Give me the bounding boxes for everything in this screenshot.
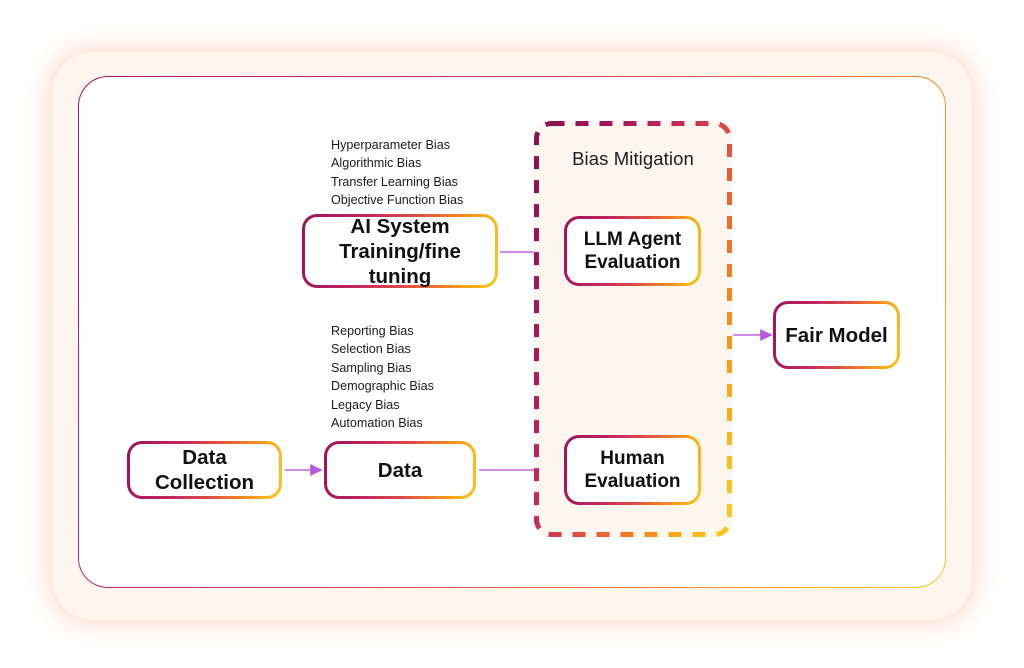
bias-item: Sampling Bias	[331, 360, 412, 375]
node-llm-agent-evaluation[interactable]: LLM Agent Evaluation	[564, 216, 701, 286]
bias-item: Automation Bias	[331, 416, 423, 431]
node-line-1: AI System	[350, 214, 450, 238]
node-human-evaluation[interactable]: Human Evaluation	[564, 435, 701, 505]
node-label: Fair Model	[785, 323, 888, 347]
bias-item: Objective Function Bias	[331, 193, 464, 208]
bias-item: Hyperparameter Bias	[331, 138, 450, 152]
training-bias-list: Hyperparameter Bias Algorithmic Bias Tra…	[331, 136, 463, 210]
data-bias-list: Reporting Bias Selection Bias Sampling B…	[331, 322, 434, 432]
node-line-2: Evaluation	[584, 471, 681, 492]
node-ai-system-training[interactable]: AI System Training/fine tuning	[302, 214, 498, 288]
bias-item: Algorithmic Bias	[331, 156, 422, 171]
node-line-1: LLM Agent	[583, 228, 682, 250]
node-fair-model[interactable]: Fair Model	[773, 301, 900, 369]
bias-item: Reporting Bias	[331, 324, 414, 338]
bias-item: Legacy Bias	[331, 397, 400, 412]
node-label: Data Collection	[154, 446, 255, 494]
bias-mitigation-title: Bias Mitigation	[572, 148, 694, 169]
bias-item: Demographic Bias	[331, 379, 434, 394]
node-line-2: Training/fine tuning	[339, 239, 461, 288]
node-data[interactable]: Data	[324, 441, 476, 499]
bias-item: Selection Bias	[331, 342, 411, 357]
node-line-2: Evaluation	[584, 252, 681, 273]
node-label: Data	[377, 458, 423, 482]
bias-item: Transfer Learning Bias	[331, 174, 458, 189]
node-data-collection[interactable]: Data Collection	[127, 441, 282, 499]
node-line-1: Human	[600, 447, 665, 469]
